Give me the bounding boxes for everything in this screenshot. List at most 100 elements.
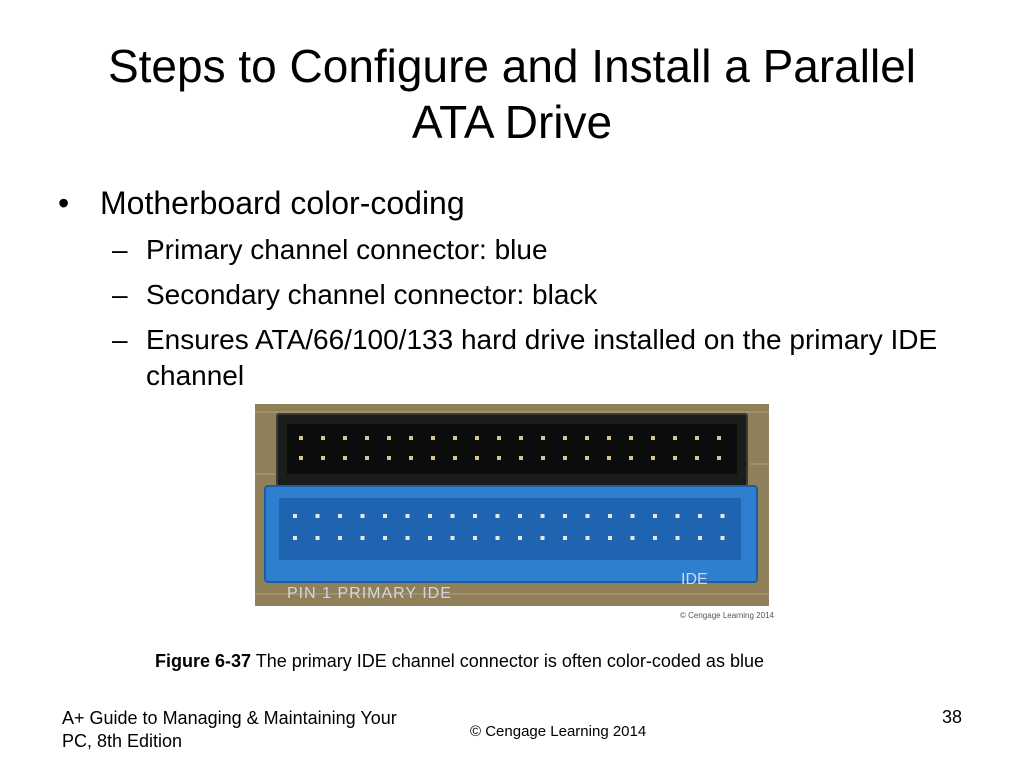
sub-bullet-1: – Primary channel connector: blue: [112, 232, 942, 268]
connector-pin: [453, 436, 457, 440]
connector-pin: [450, 514, 455, 518]
connector-pin: [607, 456, 611, 460]
connector-pin: [717, 436, 721, 440]
footer-book-title: A+ Guide to Managing & Maintaining Your …: [62, 707, 462, 753]
connector-pin: [321, 456, 325, 460]
dash-marker: –: [112, 324, 128, 355]
connector-pin: [431, 436, 435, 440]
figure-caption: Figure 6-37 The primary IDE channel conn…: [155, 650, 764, 672]
sub-bullet-text: Primary channel connector: blue: [146, 234, 548, 265]
connector-pin: [675, 536, 680, 540]
connector-pin: [563, 456, 567, 460]
connector-pin: [453, 456, 457, 460]
connector-pin: [563, 514, 567, 518]
connector-pin: [540, 514, 545, 518]
connector-pin: [405, 536, 410, 540]
connector-pin: [495, 536, 500, 540]
connector-pin: [720, 514, 725, 518]
connector-pin: [428, 536, 432, 540]
figure-label: Figure 6-37: [155, 651, 252, 671]
connector-pin: [698, 514, 702, 518]
connector-pin: [473, 514, 477, 518]
connector-pin: [585, 536, 590, 540]
slide-title-line-1: Steps to Configure and Install a Paralle…: [107, 40, 917, 92]
connector-pin: [387, 456, 391, 460]
connector-pin: [497, 436, 501, 440]
connector-pin: [519, 456, 523, 460]
connector-pin: [563, 436, 567, 440]
connector-pin: [630, 536, 635, 540]
figure-caption-text: The primary IDE channel connector is oft…: [251, 651, 764, 671]
connector-pin: [630, 514, 635, 518]
connector-pin: [518, 514, 522, 518]
connector-pin: [293, 514, 297, 518]
board-silkscreen-primary-ide: PIN 1 PRIMARY IDE: [287, 585, 452, 602]
slide-title: Steps to Configure and Install a Paralle…: [40, 38, 984, 150]
connector-pin: [673, 456, 677, 460]
footer-book-line-1: A+ Guide to Managing & Maintaining Your: [62, 708, 397, 728]
connector-pin: [563, 536, 567, 540]
connector-pin: [315, 536, 320, 540]
connector-pin: [321, 436, 325, 440]
connector-pin: [293, 536, 297, 540]
connector-pin: [607, 436, 611, 440]
connector-pin: [651, 436, 655, 440]
slide-title-line-2: ATA Drive: [411, 96, 613, 148]
connector-pin: [519, 436, 523, 440]
sub-bullet-2: – Secondary channel connector: black: [112, 277, 942, 313]
connector-pin: [365, 436, 369, 440]
connector-pin: [673, 436, 677, 440]
connector-pin: [338, 514, 342, 518]
connector-pin: [299, 436, 303, 440]
dash-marker: –: [112, 279, 128, 310]
connector-pin: [387, 436, 391, 440]
connector-pin: [541, 456, 545, 460]
connector-pin: [475, 436, 479, 440]
connector-pin: [315, 514, 320, 518]
connector-pin: [695, 436, 699, 440]
connector-pin: [343, 456, 347, 460]
connector-pin: [720, 536, 725, 540]
connector-pin: [541, 436, 545, 440]
ide-connector-photo: PIN 1 PRIMARY IDE IDE: [255, 404, 769, 606]
bullet-text: Motherboard color-coding: [100, 185, 465, 221]
connector-pin: [405, 514, 410, 518]
dash-marker: –: [112, 234, 128, 265]
connector-pin: [383, 536, 387, 540]
image-credit: © Cengage Learning 2014: [680, 611, 774, 620]
page-number: 38: [941, 707, 962, 727]
connector-pin: [675, 514, 680, 518]
ide-connector-illustration: PIN 1 PRIMARY IDE IDE: [255, 404, 769, 606]
connector-pin: [585, 436, 589, 440]
connector-pin: [450, 536, 455, 540]
connector-pin: [651, 456, 655, 460]
connector-pin: [409, 436, 413, 440]
connector-pin: [698, 536, 702, 540]
connector-pin: [360, 536, 365, 540]
board-silkscreen-ide: IDE: [681, 571, 708, 588]
connector-pin: [497, 456, 501, 460]
connector-pin: [608, 514, 612, 518]
connector-pin: [629, 436, 633, 440]
sub-bullet-text: Ensures ATA/66/100/133 hard drive instal…: [146, 324, 938, 391]
connector-pin: [299, 456, 303, 460]
sub-bullet-3: – Ensures ATA/66/100/133 hard drive inst…: [112, 322, 942, 394]
connector-pin: [717, 456, 721, 460]
connector-pin: [365, 456, 369, 460]
bullet-item: • Motherboard color-coding: [58, 183, 465, 223]
footer-copyright: © Cengage Learning 2014: [470, 723, 647, 740]
connector-pin: [428, 514, 432, 518]
connector-pin: [338, 536, 342, 540]
bullet-marker: •: [58, 185, 70, 221]
connector-pin: [360, 514, 365, 518]
connector-pin: [409, 456, 413, 460]
connector-pin: [473, 536, 477, 540]
connector-pin: [608, 536, 612, 540]
connector-pin: [629, 456, 633, 460]
connector-pin: [653, 514, 657, 518]
sub-bullet-text: Secondary channel connector: black: [146, 279, 598, 310]
connector-pin: [475, 456, 479, 460]
connector-pin: [383, 514, 387, 518]
connector-pin: [585, 514, 590, 518]
connector-pin: [540, 536, 545, 540]
